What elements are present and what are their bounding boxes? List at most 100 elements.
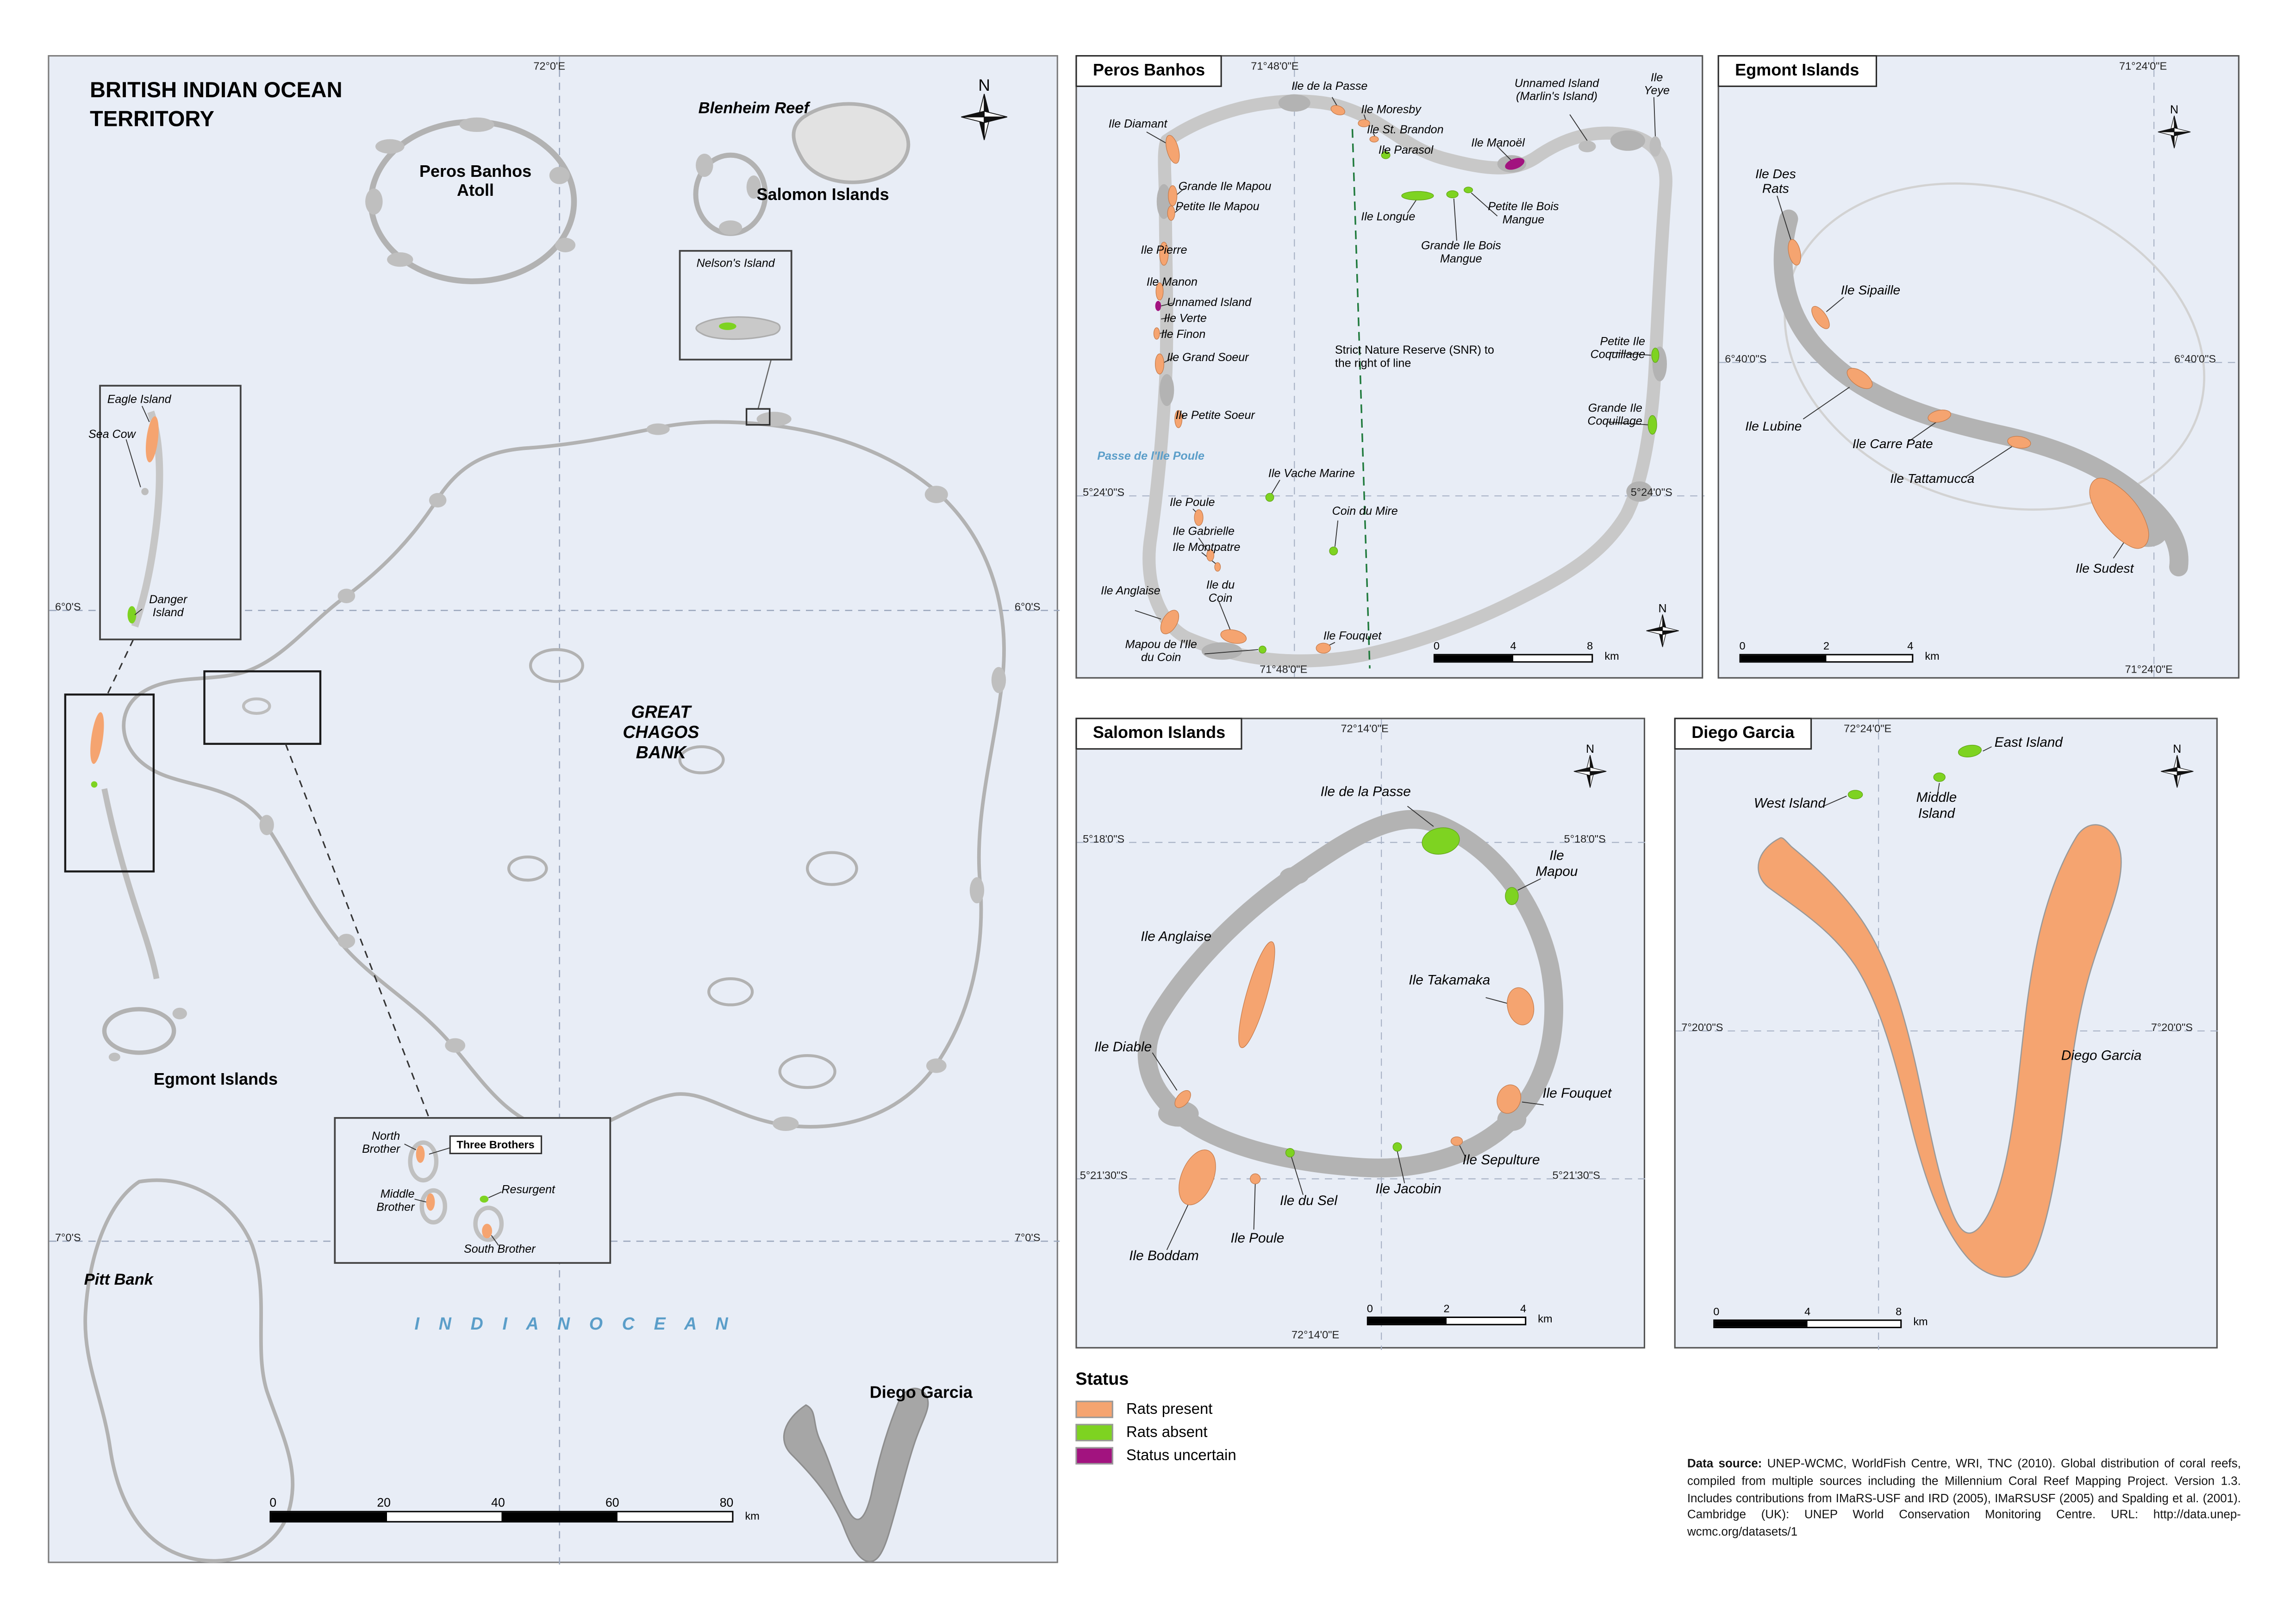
label-grande-ile-coquillage: Grande Ile Coquillage bbox=[1587, 401, 1642, 428]
label-ile-de-la-passe: Ile de la Passe bbox=[1291, 80, 1368, 93]
snr-boundary-line bbox=[1351, 129, 1371, 668]
coord-egmont-lon-bottom: 71°24'0"E bbox=[2125, 662, 2173, 676]
island-coin-du-mire bbox=[1329, 546, 1338, 556]
label-ile-sudest: Ile Sudest bbox=[2076, 561, 2134, 576]
panel-title-peros: Peros Banhos bbox=[1075, 55, 1223, 87]
island-vache-marine bbox=[1265, 493, 1274, 502]
west-rim-islands bbox=[90, 697, 271, 980]
island-tattamucca bbox=[2007, 436, 2031, 449]
panel-salomon: Salomon Islands 72°14'0"E 72°14'0"E 5°18… bbox=[1075, 718, 1647, 1350]
island-pierre bbox=[1159, 242, 1169, 266]
grid-label-72e: 72°0'E bbox=[533, 59, 566, 73]
label-danger-island: Danger Island bbox=[149, 593, 187, 619]
label-ile-diamant: Ile Diamant bbox=[1108, 117, 1167, 131]
salomon-map-graphic bbox=[1077, 719, 1647, 1350]
label-ile-sepulture: Ile Sepulture bbox=[1462, 1153, 1540, 1169]
coord-diego-lon-top: 72°24'0"E bbox=[1844, 722, 1892, 735]
source-prefix: Data source: bbox=[1687, 1455, 1762, 1470]
label-ile-pierre: Ile Pierre bbox=[1141, 244, 1187, 257]
label-ile-anglaise: Ile Anglaise bbox=[1101, 584, 1160, 598]
islands-rats-absent bbox=[1285, 827, 1519, 1158]
label-grande-ile-mapou: Grande Ile Mapou bbox=[1178, 180, 1272, 193]
legend-swatch-status-uncertain bbox=[1075, 1447, 1113, 1465]
label-petite-ile-mapou: Petite Ile Mapou bbox=[1175, 200, 1260, 213]
label-sea-cow: Sea Cow bbox=[88, 427, 136, 441]
label-ile-manon: Ile Manon bbox=[1146, 275, 1198, 289]
label-ile-boddam: Ile Boddam bbox=[1129, 1248, 1199, 1265]
reef-patches bbox=[1158, 867, 1559, 1131]
svg-text:N: N bbox=[1586, 743, 1594, 756]
island-nelsons bbox=[719, 322, 736, 330]
label-ile-st-brandon: Ile St. Brandon bbox=[1366, 123, 1444, 137]
leader-lines bbox=[1152, 806, 1544, 1250]
reef-patches bbox=[1156, 94, 1667, 660]
islands-status-uncertain bbox=[1155, 158, 1525, 311]
label-middle-brother: Middle Brother bbox=[376, 1187, 415, 1214]
island-petite-coquillage bbox=[1651, 348, 1660, 363]
islands-rats-absent bbox=[1258, 151, 1660, 654]
label-ile-grand-soeur: Ile Grand Soeur bbox=[1167, 350, 1249, 364]
label-passe-de-lile-poule: Passe de l'Ile Poule bbox=[1097, 449, 1204, 463]
island-marlins bbox=[1578, 140, 1596, 152]
label-north-brother: North Brother bbox=[362, 1129, 400, 1156]
coord-egmont-lat-right: 6°40'0"S bbox=[2174, 352, 2216, 366]
label-ile-montpatre: Ile Montpatre bbox=[1173, 541, 1241, 554]
grid-label-6s-left: 6°0'S bbox=[55, 600, 81, 613]
label-ile-parasol: Ile Parasol bbox=[1378, 144, 1434, 157]
extent-rectangles bbox=[64, 670, 322, 873]
island-north-brother bbox=[416, 1145, 425, 1163]
label-ile-sipaille: Ile Sipaille bbox=[1841, 282, 1901, 298]
label-snr-note: Strict Nature Reserve (SNR) to the right… bbox=[1335, 344, 1494, 370]
panel-egmont: Egmont Islands 71°24'0"E 71°24'0"E 6°40'… bbox=[1717, 55, 2241, 680]
island-longue bbox=[1401, 191, 1434, 200]
coord-salomon-lats-right: 5°21'30"S bbox=[1552, 1168, 1600, 1182]
island-grand-soeur bbox=[1155, 353, 1165, 375]
island-danger bbox=[127, 606, 137, 624]
label-ile-fouquet: Ile Fouquet bbox=[1542, 1086, 1612, 1102]
inset-connectors bbox=[106, 639, 430, 1118]
diego-garcia-shape bbox=[783, 1387, 929, 1562]
label-ile-diable: Ile Diable bbox=[1094, 1039, 1152, 1056]
label-petite-ile-coquillage: Petite Ile Coquillage bbox=[1590, 335, 1646, 362]
label-ile-moresby: Ile Moresby bbox=[1361, 103, 1421, 116]
data-source-note: Data source: UNEP-WCMC, WorldFish Centre… bbox=[1687, 1456, 2241, 1542]
label-ile-poule: Ile Poule bbox=[1230, 1231, 1285, 1247]
panel-main-map: BRITISH INDIAN OCEAN TERRITORY 72°0'E 6°… bbox=[48, 55, 1060, 1565]
islands-rats-present bbox=[1788, 239, 2149, 549]
island-diamant bbox=[1166, 135, 1180, 164]
label-ile-longue: Ile Longue bbox=[1361, 210, 1416, 224]
label-ile-gabrielle: Ile Gabrielle bbox=[1173, 525, 1235, 538]
label-peros-banhos-atoll: Peros Banhos Atoll bbox=[419, 163, 532, 200]
coord-salomon-latn-right: 5°18'0"S bbox=[1564, 832, 1606, 846]
label-ile-des-rats: Ile Des Rats bbox=[1755, 167, 1796, 196]
label-marlins-island: Unnamed Island (Marlin's Island) bbox=[1514, 77, 1599, 103]
label-ile-du-sel: Ile du Sel bbox=[1279, 1193, 1338, 1210]
legend-title: Status bbox=[1075, 1368, 1129, 1389]
island-takamaka bbox=[1507, 987, 1535, 1025]
label-eagle-island: Eagle Island bbox=[107, 393, 171, 406]
panel-diego-garcia: Diego Garcia 72°24'0"E 7°20'0"S 7°20'0"S… bbox=[1674, 718, 2220, 1350]
coord-peros-lon-top: 71°48'0"E bbox=[1251, 59, 1299, 73]
label-diego-garcia: Diego Garcia bbox=[869, 1385, 973, 1402]
island-anglaise bbox=[1238, 941, 1275, 1048]
nelson-location-marker bbox=[745, 408, 771, 426]
label-nelsons-island: Nelson's Island bbox=[696, 256, 775, 270]
island-sipaille bbox=[1811, 306, 1830, 329]
diego-map-graphic bbox=[1675, 719, 2220, 1350]
eagle-inset bbox=[99, 385, 242, 641]
label-ile-poule: Ile Poule bbox=[1169, 496, 1215, 509]
island-finon bbox=[1153, 327, 1160, 340]
north-arrow: N bbox=[960, 74, 1009, 151]
north-arrow: N bbox=[2160, 739, 2195, 799]
islands-rats-absent bbox=[1847, 744, 1982, 800]
island-sea-cow bbox=[141, 487, 149, 495]
island-jacobin bbox=[1392, 1142, 1402, 1152]
label-ile-lubine: Ile Lubine bbox=[1745, 419, 1802, 434]
label-ile-finon: Ile Finon bbox=[1161, 327, 1206, 341]
coord-salomon-latn-left: 5°18'0"S bbox=[1083, 832, 1125, 846]
label-ile-anglaise: Ile Anglaise bbox=[1141, 929, 1212, 946]
label-pitt-bank: Pitt Bank bbox=[84, 1271, 153, 1289]
island-west bbox=[1847, 790, 1863, 800]
